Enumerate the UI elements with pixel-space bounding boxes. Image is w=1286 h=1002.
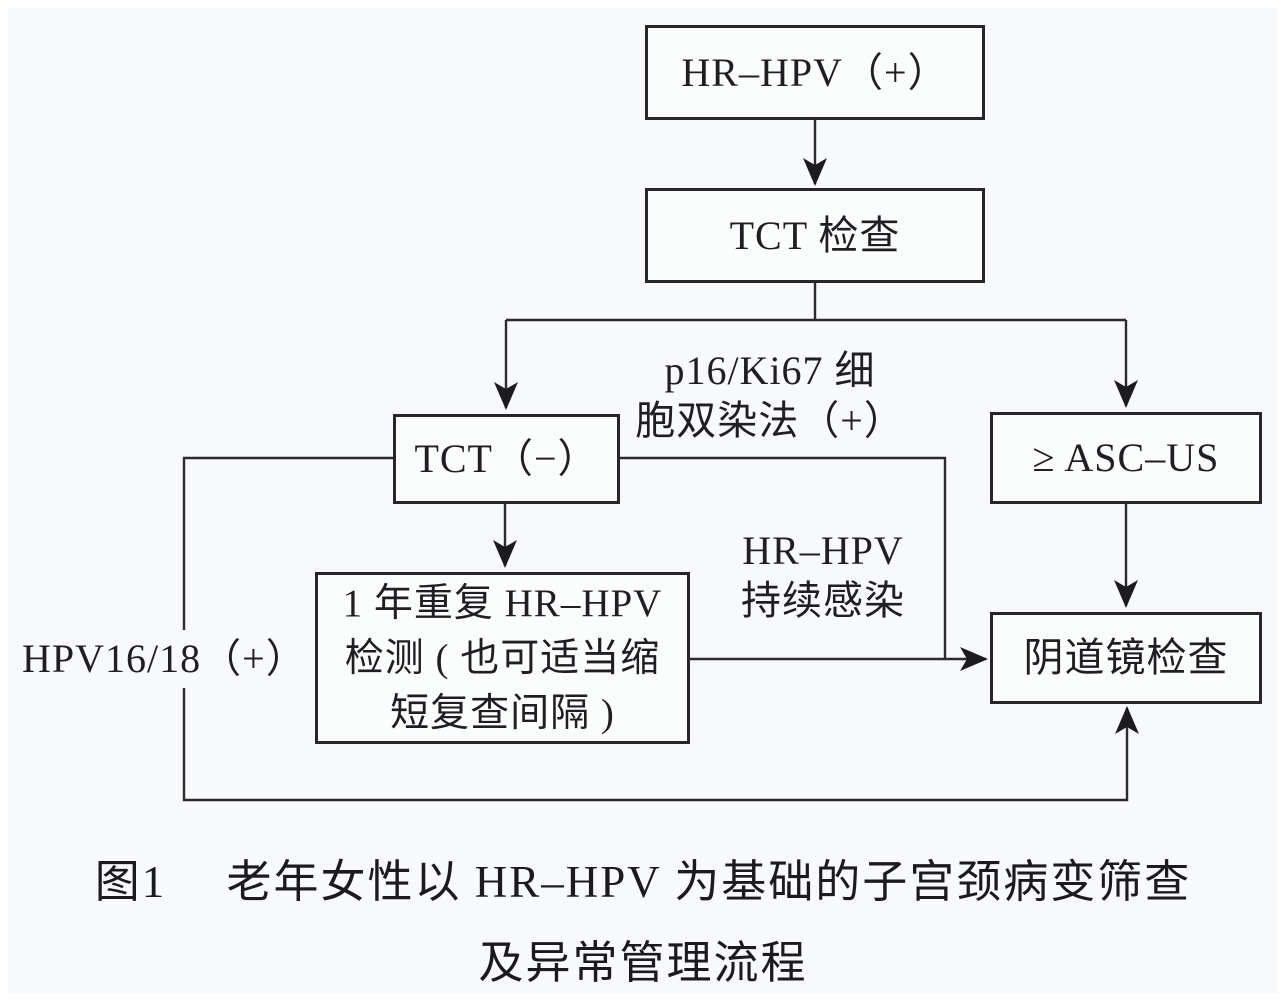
node-repeat-test-label: 1 年重复 HR–HPV 检测 ( 也可适当缩 短复查间隔 ) [342,581,663,735]
node-asc-us-label: ≥ ASC–US [1032,435,1220,480]
node-colposcopy-label: 阴道镜检查 [1023,635,1229,680]
node-repeat-test: 1 年重复 HR–HPV 检测 ( 也可适当缩 短复查间隔 ) [315,572,690,744]
node-tct-negative: TCT（−） [393,414,620,504]
label-hpv-persistent: HR–HPV 持续感染 [741,528,905,623]
node-hr-hpv-positive: HR–HPV（+） [645,25,985,120]
label-hpv16-18: HPV16/18（+） [22,630,307,688]
node-asc-us: ≥ ASC–US [990,412,1262,504]
figure-caption-line2: 及异常管理流程 [478,938,808,988]
node-colposcopy: 阴道镜检查 [990,612,1262,704]
node-tct-negative-label: TCT（−） [414,436,599,481]
label-p16-ki67: p16/Ki67 细 胞双染法（+） [635,348,905,443]
edge-hpv1618-path [182,456,1139,802]
connector-wires [182,120,1139,802]
node-hr-hpv-positive-label: HR–HPV（+） [681,49,949,95]
edge-p16-path [620,456,947,659]
node-tct-exam-label: TCT 检查 [729,212,901,258]
node-tct-exam: TCT 检查 [645,188,985,283]
figure-caption-line1: 图1 老年女性以 HR–HPV 为基础的子宫颈病变筛查 [94,857,1192,907]
